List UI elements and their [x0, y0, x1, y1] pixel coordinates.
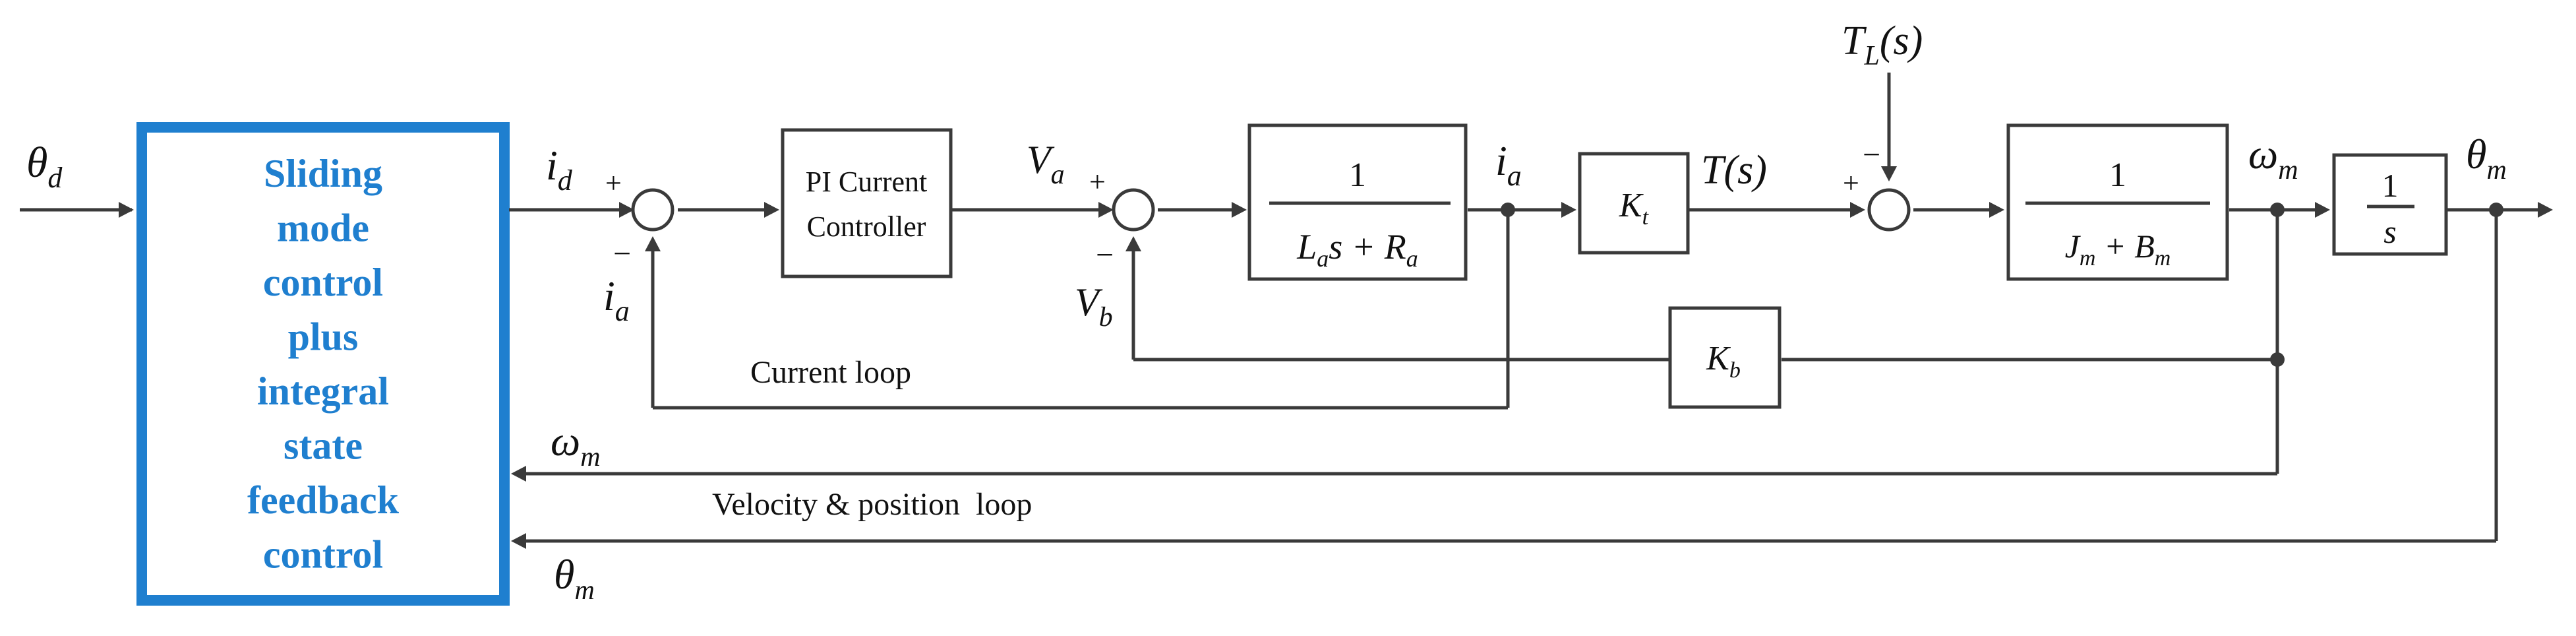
load-torque-label: TL(s) [1842, 18, 1923, 71]
arrow-pi-in [764, 202, 779, 218]
arrow-current-feedback [645, 236, 661, 251]
controller-label-line: mode [277, 207, 369, 250]
controller-label-line: integral [257, 369, 389, 413]
controller-label-line: control [263, 533, 383, 577]
pi-controller-block [781, 128, 953, 278]
arrow-backemf-feedback [1125, 236, 1141, 251]
sum2-plus: + [1089, 166, 1106, 198]
velocity-position-loop-label: Velocity & position loop [712, 487, 1032, 522]
junction-ia [1501, 203, 1515, 217]
theta-d-label: θd [26, 139, 63, 194]
arrow-id [619, 202, 634, 218]
integrator-numerator: 1 [2382, 167, 2399, 204]
kb-label: Kb [1706, 340, 1741, 383]
arrow-sum2-in [1098, 202, 1114, 218]
omega-m-feedback-label: ωm [551, 418, 601, 472]
junction-theta [2489, 203, 2503, 217]
sum3-minus: − [1863, 137, 1880, 172]
arrow-omega-feedback [511, 466, 526, 482]
armature-denominator: Las + Ra [1296, 227, 1418, 272]
arrow-theta-d [119, 202, 134, 218]
sum3-plus: + [1843, 167, 1859, 199]
controller-block [136, 122, 510, 606]
integrator-block [2332, 153, 2448, 256]
arrow-mech-in [1989, 202, 2004, 218]
controller-label-line: state [284, 424, 363, 468]
summing-junction-current [631, 188, 674, 232]
vb-label: Vb [1075, 280, 1113, 333]
controller-label-line: Sliding [264, 152, 382, 195]
current-loop-label: Current loop [750, 355, 911, 390]
sum2-minus: − [1096, 238, 1114, 272]
mechanical-numerator: 1 [2109, 156, 2126, 194]
junction-omega-split [2270, 352, 2285, 367]
arrow-integrator-in [2315, 202, 2330, 218]
pi-controller-line1: PI Current [806, 166, 928, 198]
arrow-sum3-in [1850, 202, 1865, 218]
mechanical-denominator: Jm + Bm [2065, 228, 2171, 270]
summing-junction-torque [1867, 188, 1911, 232]
controller-label: Sliding mode control plus integral state feedb… [247, 152, 400, 577]
armature-numerator: 1 [1349, 156, 1366, 194]
arrow-tl [1881, 166, 1897, 181]
id-label: id [546, 142, 573, 197]
theta-m-feedback-label: θm [554, 551, 595, 606]
kb-block [1668, 306, 1782, 409]
torque-label: T(s) [1701, 148, 1767, 193]
arrow-theta-feedback [511, 533, 526, 549]
theta-m-label: θm [2466, 131, 2507, 185]
sum1-plus: + [605, 167, 622, 199]
ia-label: ia [1495, 137, 1522, 192]
ia-feedback-label: ia [603, 272, 630, 327]
arrow-armature-in [1232, 202, 1247, 218]
arrow-output [2538, 202, 2553, 218]
kt-label: Kt [1619, 187, 1650, 230]
summing-junction-voltage [1112, 188, 1155, 232]
va-label: Va [1027, 138, 1065, 190]
sum1-minus: − [613, 236, 631, 271]
kt-block [1578, 152, 1690, 255]
controller-label-line: feedback [247, 478, 400, 522]
omega-m-label: ωm [2248, 131, 2298, 185]
integrator-denominator: s [2383, 213, 2396, 250]
controller-label-line: control [263, 261, 383, 304]
controller-label-line: plus [288, 315, 359, 359]
junction-omega [2270, 203, 2285, 217]
arrow-kt-in [1561, 202, 1576, 218]
pi-controller-line2: Controller [807, 210, 926, 243]
